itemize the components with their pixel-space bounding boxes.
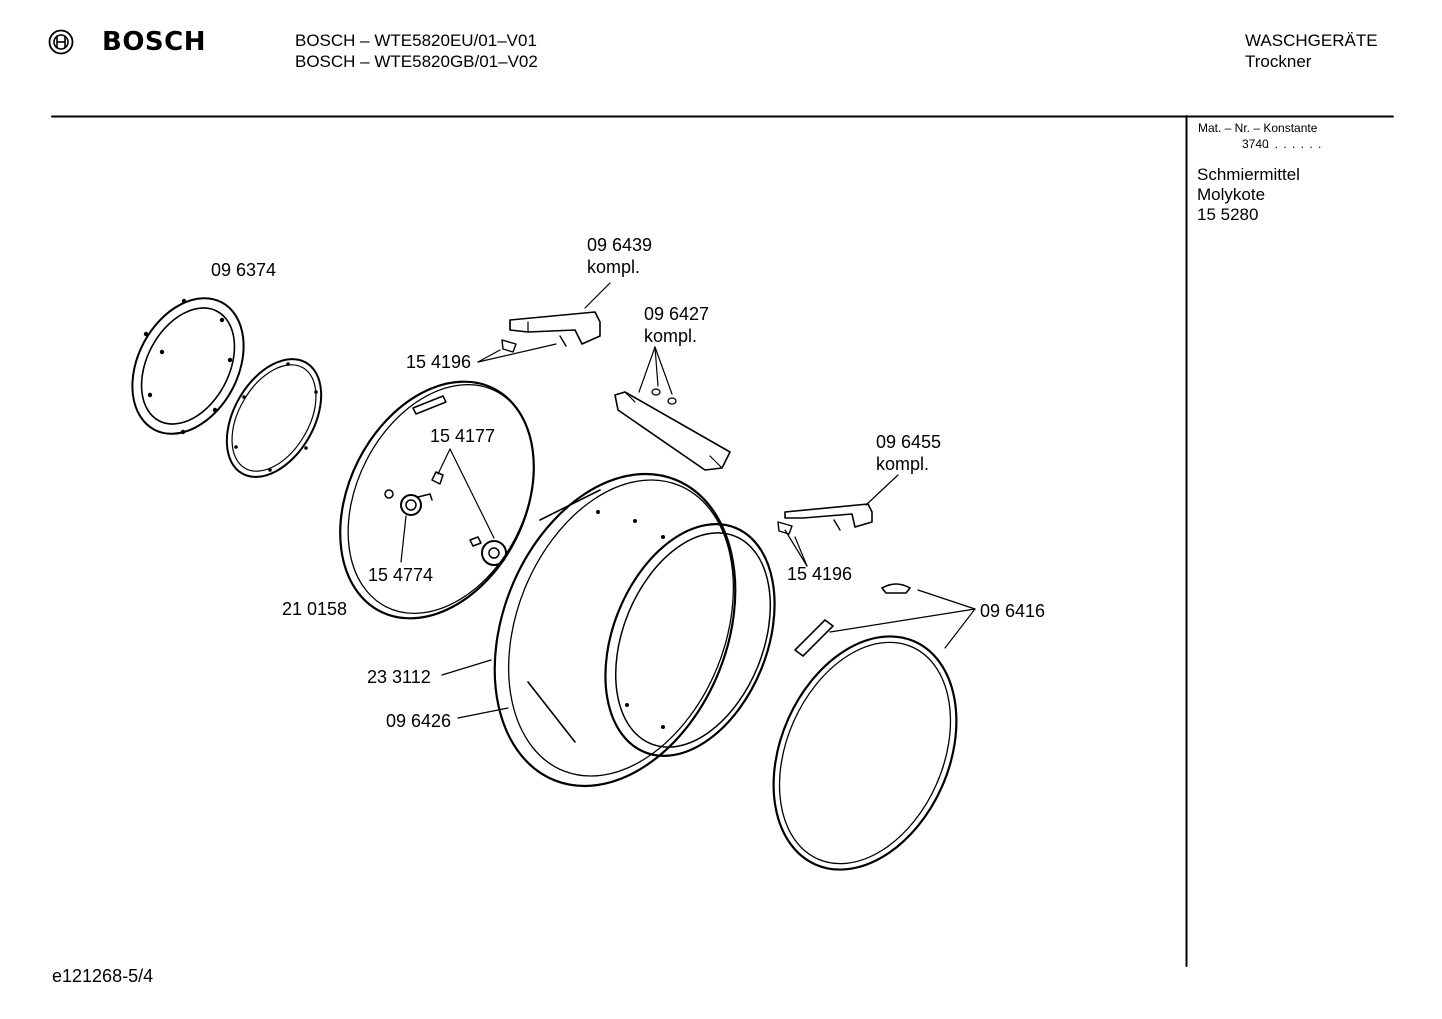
gasket-ring-096416 bbox=[772, 635, 958, 871]
material-number-header: Mat. – Nr. – Konstante bbox=[1198, 121, 1318, 135]
door-ring-096374 bbox=[131, 297, 245, 435]
part-note-096439: kompl. bbox=[587, 257, 641, 277]
category-label: WASCHGERÄTE bbox=[1245, 31, 1378, 50]
subcategory-label: Trockner bbox=[1245, 52, 1312, 71]
part-label-096416: 09 6416 bbox=[980, 601, 1046, 621]
document-id: e121268-5/4 bbox=[52, 966, 154, 986]
bracket-096427 bbox=[614, 388, 731, 471]
part-label-096426: 09 6426 bbox=[386, 711, 452, 731]
bosch-logo bbox=[48, 29, 74, 55]
drum-233112 bbox=[493, 472, 776, 788]
gasket-ring-upper bbox=[225, 358, 323, 478]
front-panel-210158 bbox=[339, 380, 535, 620]
material-code: 3740 bbox=[1242, 137, 1269, 151]
bracket-096455 bbox=[777, 503, 873, 535]
lubricant-label: Schmiermittel bbox=[1197, 165, 1300, 184]
brand-name: BOSCH bbox=[102, 27, 206, 57]
part-label-233112: 23 3112 bbox=[367, 667, 431, 687]
leader-lines bbox=[400, 282, 976, 719]
part-note-096427: kompl. bbox=[644, 326, 698, 346]
part-note-096455: kompl. bbox=[876, 454, 930, 474]
part-label-154177: 15 4177 bbox=[430, 426, 496, 446]
material-code-dots: . . . . . . . bbox=[1266, 137, 1323, 151]
part-label-096439: 09 6439 bbox=[587, 235, 653, 255]
lubricant-name: Molykote bbox=[1197, 185, 1266, 204]
part-label-096374: 09 6374 bbox=[211, 260, 277, 280]
bosch-armature-logo-icon bbox=[48, 29, 74, 55]
bracket-096439 bbox=[501, 311, 601, 353]
model-line-2: BOSCH – WTE5820GB/01–V02 bbox=[295, 52, 538, 71]
part-label-210158: 21 0158 bbox=[282, 599, 348, 619]
part-label-096427: 09 6427 bbox=[644, 304, 710, 324]
model-line-1: BOSCH – WTE5820EU/01–V01 bbox=[295, 31, 537, 50]
part-label-154196-top: 15 4196 bbox=[406, 352, 472, 372]
clip-096416 bbox=[794, 583, 911, 657]
part-label-154774: 15 4774 bbox=[368, 565, 434, 585]
part-label-154196-right: 15 4196 bbox=[787, 564, 853, 584]
part-label-096455: 09 6455 bbox=[876, 432, 942, 452]
lubricant-number: 15 5280 bbox=[1197, 205, 1259, 224]
